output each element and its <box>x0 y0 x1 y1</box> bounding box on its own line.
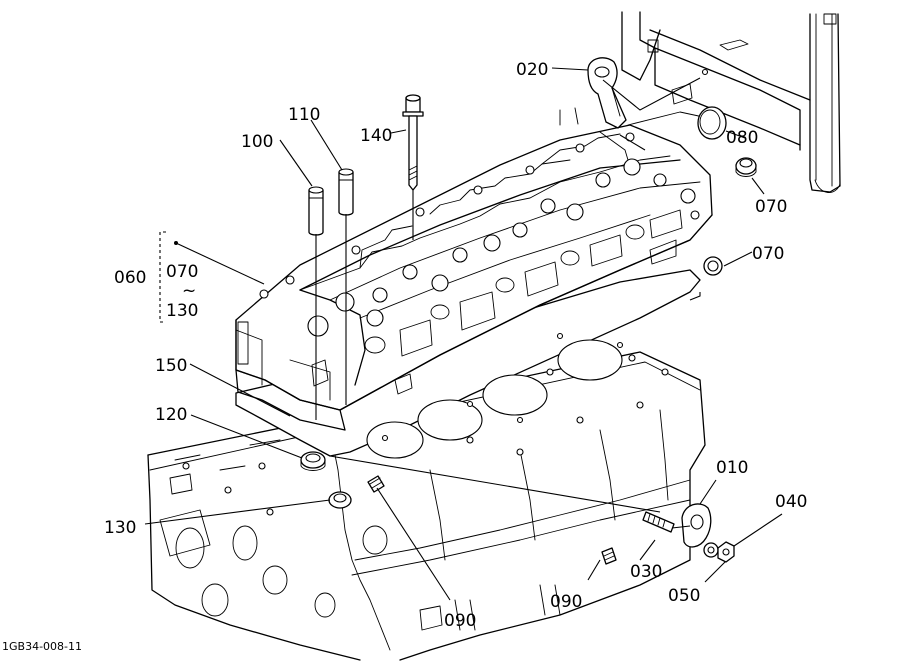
label-090-center: 090 <box>444 611 476 631</box>
washer-050 <box>703 542 719 558</box>
stud-090-center <box>367 475 385 493</box>
seal-070-lower <box>703 256 723 276</box>
seal-070-upper <box>735 157 757 177</box>
leader-lines <box>144 67 783 601</box>
label-150: 150 <box>155 356 187 376</box>
head-bolt-140 <box>402 94 424 191</box>
seal-130 <box>328 491 352 509</box>
label-090-right: 090 <box>550 592 582 612</box>
engine-hanger-020 <box>587 57 627 129</box>
label-010: 010 <box>716 458 748 478</box>
label-030: 030 <box>630 562 662 582</box>
label-130-range-end: 130 <box>166 301 198 321</box>
valve-guide-110 <box>338 168 354 216</box>
label-140: 140 <box>360 126 392 146</box>
head-gasket <box>235 269 701 459</box>
label-060: 060 <box>114 268 146 288</box>
label-040: 040 <box>775 492 807 512</box>
plug-080 <box>697 106 727 140</box>
label-130: 130 <box>104 518 136 538</box>
label-100: 100 <box>241 132 273 152</box>
label-050: 050 <box>668 586 700 606</box>
group-bracket-060 <box>159 231 178 323</box>
nut-040 <box>717 541 735 563</box>
label-080: 080 <box>726 128 758 148</box>
seal-120 <box>300 451 326 471</box>
label-070-lower: 070 <box>752 244 784 264</box>
hanger-010 <box>681 503 712 548</box>
label-120: 120 <box>155 405 187 425</box>
cylinder-head <box>235 107 713 431</box>
valve-guide-100 <box>308 186 324 236</box>
figure-id: 1GB34-008-11 <box>2 640 82 653</box>
cylinder-block <box>147 351 706 661</box>
label-070-range-start: 070 <box>166 262 198 282</box>
label-110: 110 <box>288 105 320 125</box>
label-070-range-tilde: ~ <box>182 281 196 301</box>
label-070-upper: 070 <box>755 197 787 217</box>
stud-030 <box>642 511 675 533</box>
stud-090-right <box>601 547 617 565</box>
label-020: 020 <box>516 60 548 80</box>
